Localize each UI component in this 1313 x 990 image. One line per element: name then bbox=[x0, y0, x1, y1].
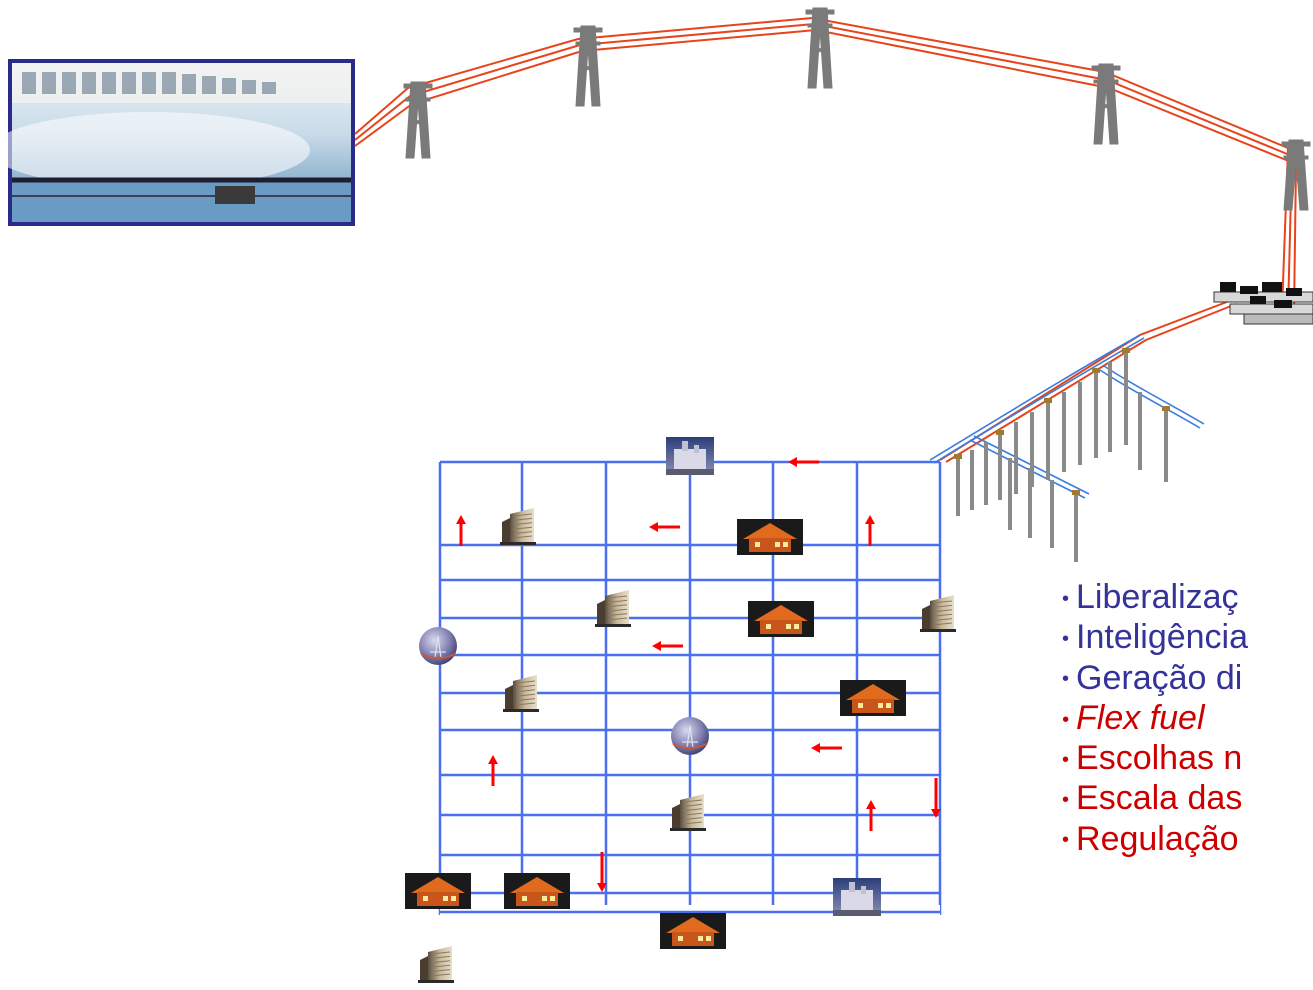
flow-arrow-icon bbox=[488, 755, 498, 786]
power-plant-icon bbox=[666, 437, 714, 475]
bullet-4: •Flex fuel bbox=[1062, 698, 1205, 737]
building-icon bbox=[670, 794, 706, 831]
grid-icons bbox=[405, 437, 956, 983]
house-icon bbox=[504, 873, 570, 909]
bullet-3: •Geração di bbox=[1062, 658, 1243, 697]
flow-arrow-icon bbox=[811, 743, 842, 753]
house-icon bbox=[660, 913, 726, 949]
power-plant-icon bbox=[833, 878, 881, 916]
generator-sphere-icon bbox=[671, 717, 709, 755]
flow-arrow-icon bbox=[597, 852, 607, 892]
bullet-list: •Liberalizaç •Inteligência •Geração di •… bbox=[1062, 578, 1248, 860]
bullet-5: •Escolhas n bbox=[1062, 739, 1243, 778]
distribution-network bbox=[929, 334, 1205, 562]
bullet-6: •Escala das bbox=[1062, 779, 1243, 818]
flow-arrow-icon bbox=[866, 800, 876, 831]
building-icon bbox=[503, 675, 539, 712]
flow-arrow-icon bbox=[456, 515, 466, 546]
substation-icon bbox=[1213, 282, 1313, 325]
distribution-pole-icon bbox=[956, 352, 1168, 562]
generator-sphere-icon bbox=[419, 627, 457, 665]
hydroelectric-dam-photo bbox=[0, 59, 355, 226]
transmission-tower-icon bbox=[403, 7, 1311, 211]
bullet-2: •Inteligência bbox=[1062, 618, 1249, 657]
flow-arrow-icon bbox=[931, 778, 941, 818]
bullet-7: •Regulação bbox=[1062, 819, 1239, 858]
bullet-1: •Liberalizaç bbox=[1062, 578, 1239, 616]
flow-arrow-icon bbox=[788, 457, 819, 467]
building-icon bbox=[500, 508, 536, 545]
house-icon bbox=[405, 873, 471, 909]
house-icon bbox=[748, 601, 814, 637]
flow-arrow-icon bbox=[649, 522, 680, 532]
house-icon bbox=[737, 519, 803, 555]
building-icon bbox=[418, 946, 454, 983]
building-icon bbox=[920, 595, 956, 632]
house-icon bbox=[840, 680, 906, 716]
flow-arrow-icon bbox=[865, 515, 875, 546]
building-icon bbox=[595, 590, 631, 627]
flow-arrow-icon bbox=[652, 641, 683, 651]
